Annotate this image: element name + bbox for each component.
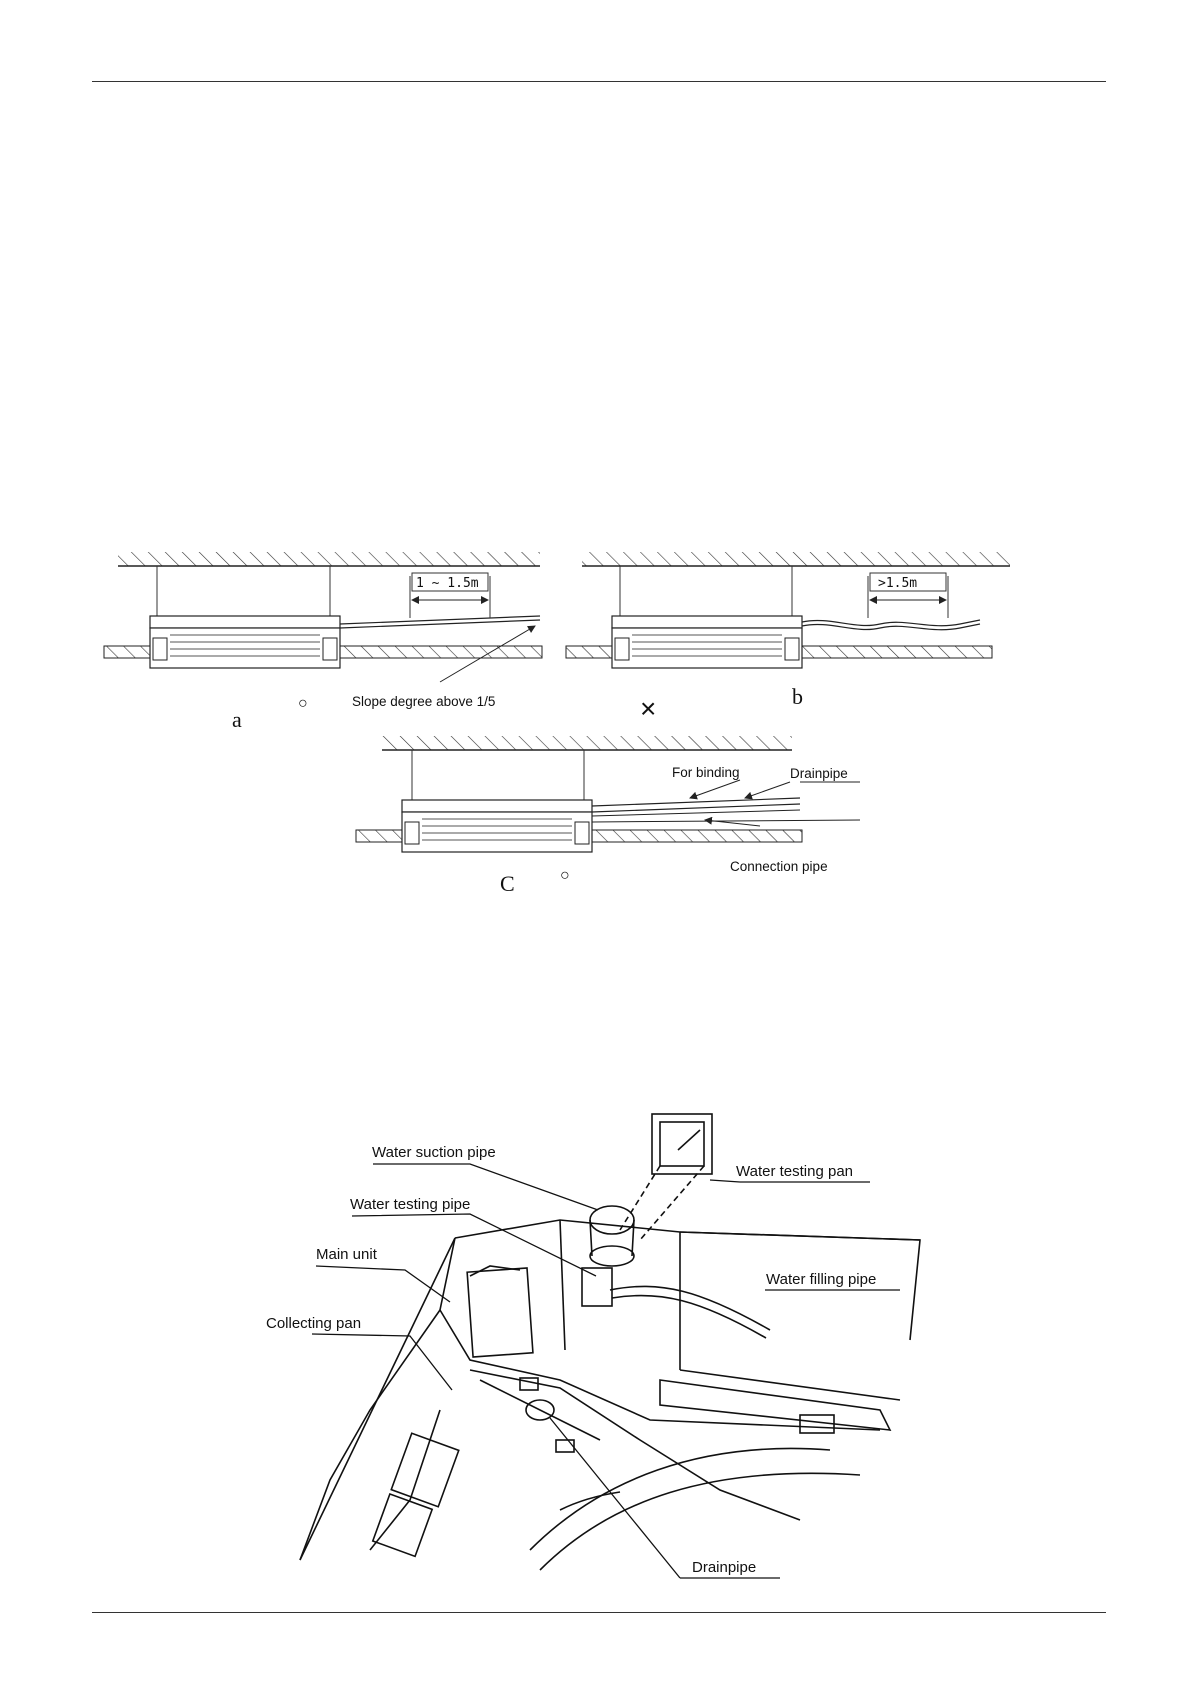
label-water-suction-pipe: Water suction pipe: [372, 1144, 496, 1161]
label-main-unit: Main unit: [316, 1246, 378, 1263]
figure-b-letter: b: [792, 684, 803, 709]
label-connection-pipe: Connection pipe: [730, 859, 828, 874]
label-collecting-pan: Collecting pan: [266, 1315, 361, 1332]
figure-b: >1.5m × b: [566, 552, 1010, 724]
drain-slope-diagrams: 1 ~ 1.5m Slope degree above 1/5 a ○ >1.5…: [0, 540, 1191, 910]
label-water-testing-pipe: Water testing pipe: [350, 1196, 470, 1213]
figure-a: 1 ~ 1.5m Slope degree above 1/5 a ○: [104, 552, 542, 732]
label-water-testing-pan: Water testing pan: [736, 1163, 853, 1180]
label-drainpipe: Drainpipe: [692, 1559, 756, 1576]
label-drainpipe-c: Drainpipe: [790, 766, 848, 781]
figure-c-mark: ○: [560, 867, 570, 884]
slope-note: Slope degree above 1/5: [352, 694, 495, 709]
water-test-diagram: Water suction pipe Water testing pipe Ma…: [0, 1080, 1191, 1600]
label-water-filling-pipe: Water filling pipe: [766, 1271, 876, 1288]
figure-c-letter: C: [500, 871, 515, 896]
unit-sketch: [300, 1206, 920, 1570]
footer-rule: [92, 1612, 1106, 1613]
figure-b-mark: ×: [640, 693, 656, 724]
callout-leaders: [312, 1164, 900, 1578]
dimension-b: >1.5m: [878, 576, 917, 591]
label-for-binding: For binding: [672, 765, 740, 780]
header-rule: [92, 81, 1106, 82]
figure-a-mark: ○: [298, 695, 308, 712]
figure-a-letter: a: [232, 707, 242, 732]
figure-c: For binding Drainpipe Connection pipe C …: [356, 736, 860, 896]
dimension-a: 1 ~ 1.5m: [416, 576, 479, 591]
